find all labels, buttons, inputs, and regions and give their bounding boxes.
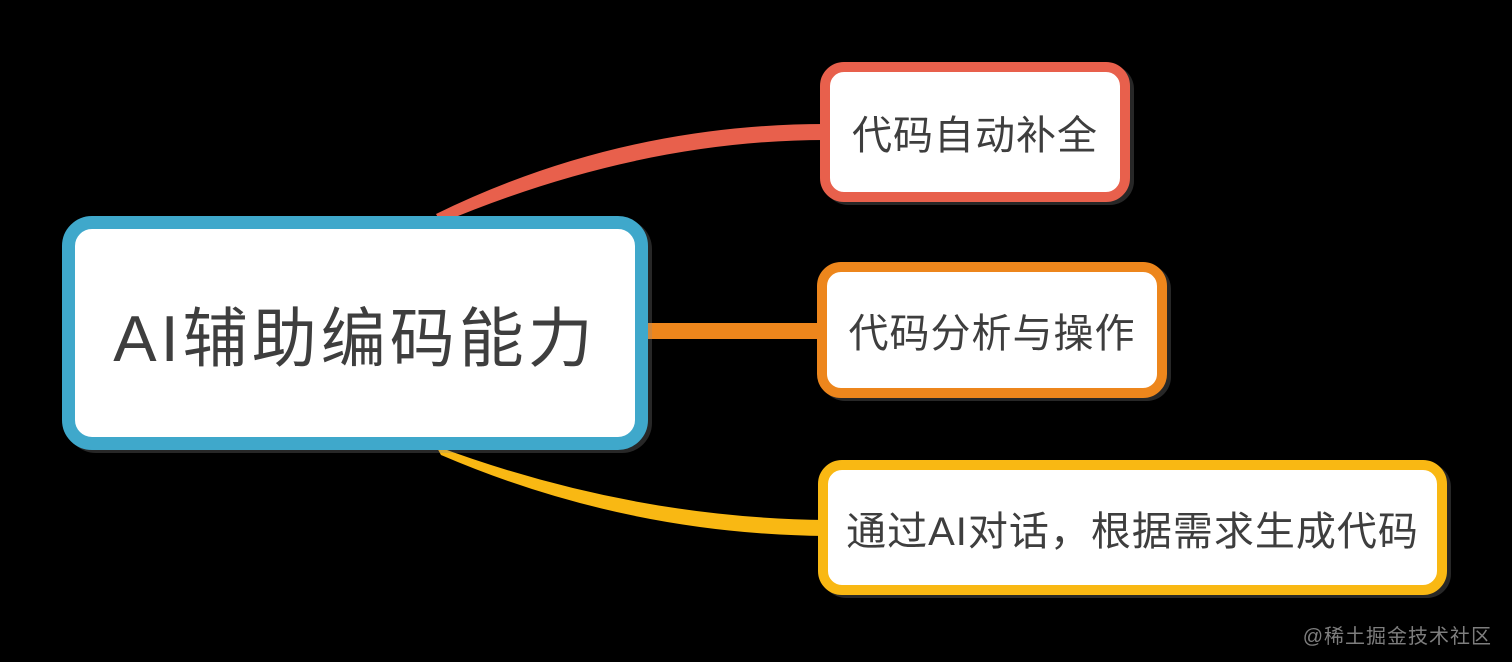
child-node-label: 代码分析与操作	[848, 312, 1136, 356]
branch-connector-bottom	[436, 446, 826, 536]
root-node[interactable]: AI辅助编码能力	[62, 216, 648, 450]
branch-connector-top	[436, 124, 826, 223]
child-node-code-analysis[interactable]: 代码分析与操作	[817, 262, 1167, 398]
child-node-ai-dialog-codegen[interactable]: 通过AI对话，根据需求生成代码	[818, 460, 1447, 595]
watermark: @稀土掘金技术社区	[1302, 626, 1492, 648]
branch-connector-middle	[645, 323, 827, 339]
root-node-label: AI辅助编码能力	[113, 302, 597, 375]
child-node-code-autocomplete[interactable]: 代码自动补全	[820, 62, 1130, 202]
child-node-label: 通过AI对话，根据需求生成代码	[846, 509, 1419, 554]
child-node-label: 代码自动补全	[852, 114, 1098, 158]
